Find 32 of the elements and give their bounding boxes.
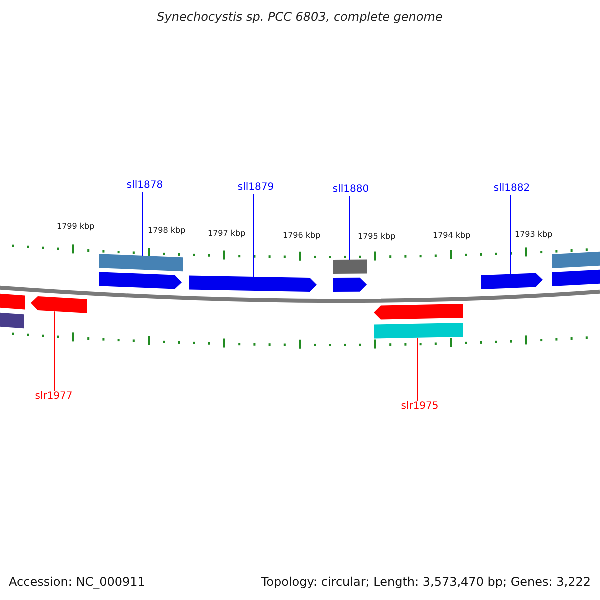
leader-line (54, 311, 56, 392)
gene-feature (333, 278, 367, 292)
leader-line (142, 192, 144, 257)
scale-label: 1798 kbp (148, 226, 186, 236)
footer-text: Accession: NC_000911 (9, 575, 146, 589)
gene-block (0, 312, 24, 329)
gene-label: sll1879 (238, 182, 274, 194)
gene-label: sll1882 (494, 183, 530, 195)
gene-block (0, 294, 25, 310)
gene-feature (99, 272, 182, 290)
scale-label: 1795 kbp (358, 232, 396, 242)
gene-block (374, 323, 463, 339)
scale-label: 1797 kbp (208, 229, 246, 239)
gene-label: slr1975 (401, 401, 439, 413)
gene-feature (374, 304, 463, 320)
gene-feature (189, 276, 317, 292)
gene-block (99, 254, 183, 272)
scale-label: 1793 kbp (515, 230, 553, 240)
genome-title: Synechocystis sp. PCC 6803, complete genome (157, 10, 443, 24)
gene-label: sll1878 (126, 180, 164, 192)
gene-label: slr1977 (35, 391, 73, 403)
gene-block (552, 270, 600, 286)
scale-label: 1799 kbp (57, 222, 95, 232)
scale-label: 1794 kbp (433, 231, 471, 241)
gene-feature (481, 273, 543, 290)
gene-label: sll1880 (332, 184, 370, 196)
gene-block (552, 252, 600, 268)
footer-text: Topology: circular; Length: 3,573,470 bp; Genes: 3,222 (261, 575, 591, 589)
scale-label: 1796 kbp (283, 231, 321, 241)
gene-block (333, 260, 367, 274)
leader-line (510, 194, 512, 275)
gene-feature (31, 296, 87, 314)
